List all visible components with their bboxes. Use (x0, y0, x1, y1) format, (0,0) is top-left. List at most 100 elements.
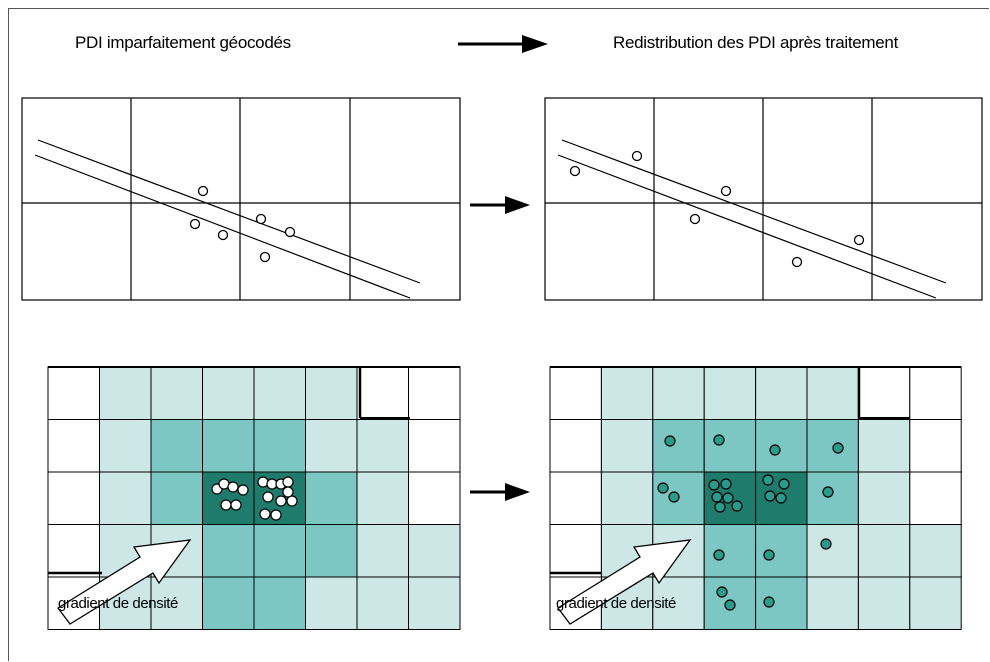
heatmap-cell (202, 524, 255, 578)
heatmap-cell (755, 366, 808, 420)
poi-point (708, 479, 720, 491)
poi-point (227, 481, 239, 493)
poi-point (714, 501, 726, 513)
poi-point (764, 490, 776, 502)
poi-point (769, 444, 781, 456)
heatmap-cell (408, 576, 461, 630)
poi-point (853, 234, 865, 246)
poi-point (668, 491, 680, 503)
heatmap-bottom-right (549, 366, 962, 630)
heatmap-cell (202, 471, 255, 525)
poi-point (569, 165, 581, 177)
poi-point (217, 229, 229, 241)
heatmap-cell (47, 419, 100, 473)
heatmap-cell (755, 524, 808, 578)
heatmap-cell (806, 366, 859, 420)
heatmap-cell (356, 576, 409, 630)
heatmap-cell (408, 366, 461, 420)
poi-point (197, 185, 209, 197)
heatmap-cell (150, 419, 203, 473)
heatmap-cell (909, 366, 962, 420)
heatmap-cell (47, 524, 100, 578)
heatmap-cell (202, 576, 255, 630)
heatmap-cell (703, 524, 757, 578)
heatmap-cell (305, 366, 358, 420)
poi-point (762, 474, 774, 486)
heatmap-cell (150, 366, 203, 420)
poi-point (189, 218, 201, 230)
poi-point (713, 434, 725, 446)
heatmap-cell (857, 576, 911, 630)
heatmap-cell (857, 366, 911, 420)
poi-point (275, 495, 287, 507)
heatmap-cell (703, 419, 757, 473)
heatmap-cell (253, 366, 306, 420)
poi-point (282, 486, 294, 498)
panel-top-right (544, 97, 983, 301)
gradient-label-left: gradient de densité (58, 595, 178, 612)
heatmap-cell (356, 471, 409, 525)
heatmap-cell (408, 419, 461, 473)
road-line (34, 154, 411, 299)
heatmap-cell (909, 471, 962, 525)
poi-point (713, 549, 725, 561)
heatmap-cell (99, 366, 152, 420)
heatmap-cell (755, 419, 808, 473)
poi-point (220, 499, 232, 511)
poi-point (286, 495, 298, 507)
heatmap-cell (253, 419, 306, 473)
heatmap-cell (549, 471, 602, 525)
road-line (37, 139, 421, 284)
heatmap-cell (356, 366, 409, 420)
gradient-label-right: gradient de densité (556, 595, 676, 612)
poi-point (262, 491, 274, 503)
heatmap-cell (305, 471, 358, 525)
road-line (561, 139, 947, 284)
poi-point (731, 500, 743, 512)
poi-point (631, 150, 643, 162)
gradient-arrow (557, 539, 692, 625)
heatmap-cell (652, 576, 705, 630)
poi-point (237, 484, 249, 496)
heatmap-bottom-left (47, 366, 461, 630)
poi-point (722, 492, 734, 504)
poi-point (657, 482, 669, 494)
heatmap-cell (202, 366, 255, 420)
heatmap-cell (150, 471, 203, 525)
panel-top-left (21, 97, 461, 301)
gradient-arrow (57, 539, 192, 625)
heatmap-cell (253, 576, 306, 630)
poi-point (689, 213, 701, 225)
heatmap-cell (806, 524, 859, 578)
poi-point (284, 226, 296, 238)
poi-point (720, 478, 732, 490)
poi-point (820, 538, 832, 550)
heatmap-cell (909, 524, 962, 578)
heatmap-cell (202, 419, 255, 473)
heatmap-cell (549, 366, 602, 420)
poi-point (720, 185, 732, 197)
heatmap-cell (600, 471, 654, 525)
figure-frame (8, 8, 989, 661)
heatmap-cell (806, 576, 859, 630)
poi-point (716, 586, 728, 598)
poi-point (832, 442, 844, 454)
poi-point (255, 213, 267, 225)
heatmap-cell (600, 419, 654, 473)
heatmap-cell (356, 419, 409, 473)
heatmap-cell (806, 471, 859, 525)
heatmap-cell (857, 524, 911, 578)
heatmap-cell (909, 576, 962, 630)
poi-point (711, 491, 723, 503)
heatmap-cell (755, 576, 808, 630)
poi-point (763, 549, 775, 561)
left-title: PDI imparfaitement géocodés (75, 33, 291, 52)
heatmap-cell (305, 419, 358, 473)
poi-point (230, 499, 242, 511)
poi-point (664, 435, 676, 447)
heatmap-cell (253, 524, 306, 578)
arrow-bottom (470, 483, 530, 501)
poi-point (257, 476, 269, 488)
heatmap-cell (549, 419, 602, 473)
